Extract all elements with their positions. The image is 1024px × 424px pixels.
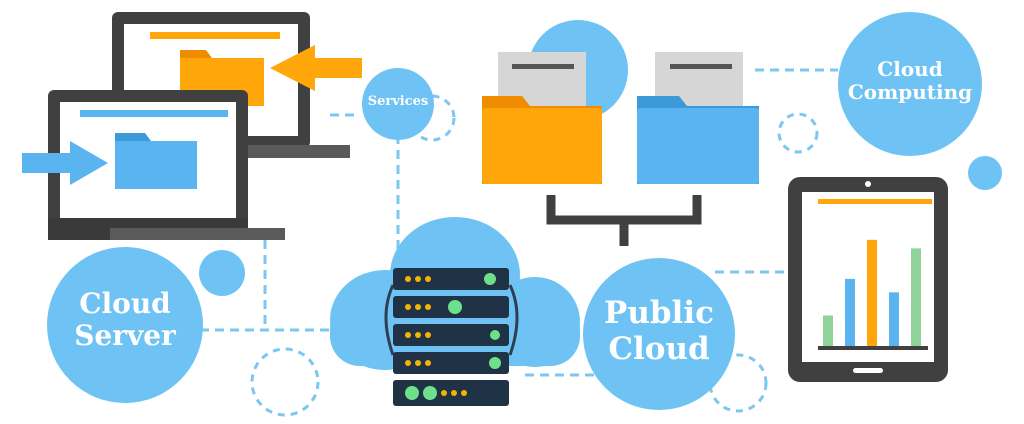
cloud-computing-line2: Computing: [847, 80, 973, 104]
cloud-server-line2: Server: [74, 319, 176, 353]
cloud-computing-line1: Cloud: [877, 57, 943, 81]
tablet-icon: [788, 177, 948, 382]
blue-folder-small-icon: [115, 133, 197, 189]
tablet-bar: [845, 278, 855, 346]
arrow-left-icon: [270, 45, 362, 91]
public-cloud-line2: Cloud: [608, 330, 710, 367]
cloud-computing-label: Cloud Computing: [840, 58, 980, 104]
folder-merge-bracket: [546, 195, 702, 246]
cloud-server-line1: Cloud: [79, 287, 171, 320]
blue-folder-icon: [637, 52, 759, 184]
services-label: Services: [367, 94, 429, 109]
tablet-bar: [823, 315, 833, 346]
public-cloud-label: Public Cloud: [583, 295, 735, 367]
laptop-front-icon: [22, 90, 285, 240]
server-rack-icon: [384, 268, 519, 406]
label-bubbles: [47, 12, 982, 410]
tablet-bar: [911, 248, 921, 346]
arrow-right-icon: [22, 141, 108, 185]
tablet-bar: [889, 292, 899, 346]
tablet-bar: [867, 239, 877, 346]
tablet-bar-chart: [823, 239, 921, 346]
orange-folder-icon: [482, 52, 602, 184]
cloud-server-label: Cloud Server: [50, 287, 200, 353]
cloud-shape: [330, 217, 580, 370]
connector-lines: [200, 68, 838, 377]
public-cloud-line1: Public: [604, 295, 714, 331]
